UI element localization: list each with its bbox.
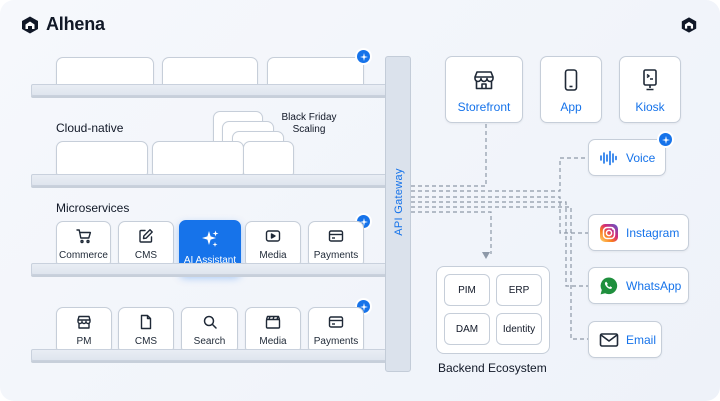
api-gateway <box>385 56 411 372</box>
cloud-native-label: Cloud-native <box>56 121 124 135</box>
module-payments: Payments <box>308 221 364 268</box>
card-icon <box>328 230 344 242</box>
placeholder-box <box>56 141 148 179</box>
alhena-logo-icon <box>22 16 38 33</box>
module-media-2: Media <box>245 307 301 354</box>
module-cms-2: CMS <box>118 307 174 354</box>
channel-whatsapp: WhatsApp <box>588 267 689 304</box>
cart-icon <box>75 229 91 244</box>
module-commerce: Commerce <box>56 221 111 268</box>
shelf <box>31 263 387 275</box>
brand-name: Alhena <box>46 14 105 34</box>
kiosk-icon <box>643 69 657 91</box>
card-icon <box>328 316 344 328</box>
store-icon <box>77 315 91 329</box>
microservices-label: Microservices <box>56 201 130 215</box>
clapper-icon <box>265 315 281 329</box>
channel-kiosk: Kiosk <box>619 56 681 123</box>
brand: Alhena <box>20 14 105 35</box>
backend-ecosystem-title: Backend Ecosystem <box>438 361 547 375</box>
channel-voice: Voice <box>588 139 666 176</box>
module-media: Media <box>245 221 301 268</box>
sparkle-badge-icon <box>357 50 370 63</box>
backend-item-pim: PIM <box>444 274 490 306</box>
play-icon <box>265 230 281 242</box>
edit-icon <box>139 229 153 243</box>
corner-logo-icon <box>681 17 697 33</box>
search-icon <box>203 315 217 329</box>
channel-email: Email <box>588 321 662 358</box>
shelf <box>31 84 387 96</box>
channel-storefront: Storefront <box>445 56 523 123</box>
backend-item-erp: ERP <box>496 274 542 306</box>
instagram-icon <box>600 223 618 242</box>
channel-instagram: Instagram <box>588 214 689 251</box>
backend-ecosystem-panel: PIM ERP DAM Identity <box>436 266 550 354</box>
shelf <box>31 174 387 186</box>
module-search: Search <box>181 307 238 354</box>
file-icon <box>140 314 152 330</box>
phone-icon <box>564 69 578 91</box>
channel-app: App <box>540 56 602 123</box>
module-cms: CMS <box>118 221 174 268</box>
backend-item-dam: DAM <box>444 313 490 345</box>
sparkle-badge-icon <box>659 133 672 146</box>
placeholder-box <box>243 141 294 179</box>
module-pm: PM <box>56 307 112 354</box>
module-payments-2: Payments <box>308 307 364 354</box>
whatsapp-icon <box>600 276 618 294</box>
mail-icon <box>599 332 619 347</box>
storefront-icon <box>474 71 494 90</box>
waveform-icon <box>600 150 617 165</box>
shelf <box>31 349 387 361</box>
api-gateway-label: API Gateway <box>393 168 405 236</box>
black-friday-label: Black Friday Scaling <box>281 112 337 135</box>
backend-item-identity: Identity <box>496 313 542 345</box>
sparkle-icon <box>202 230 219 247</box>
